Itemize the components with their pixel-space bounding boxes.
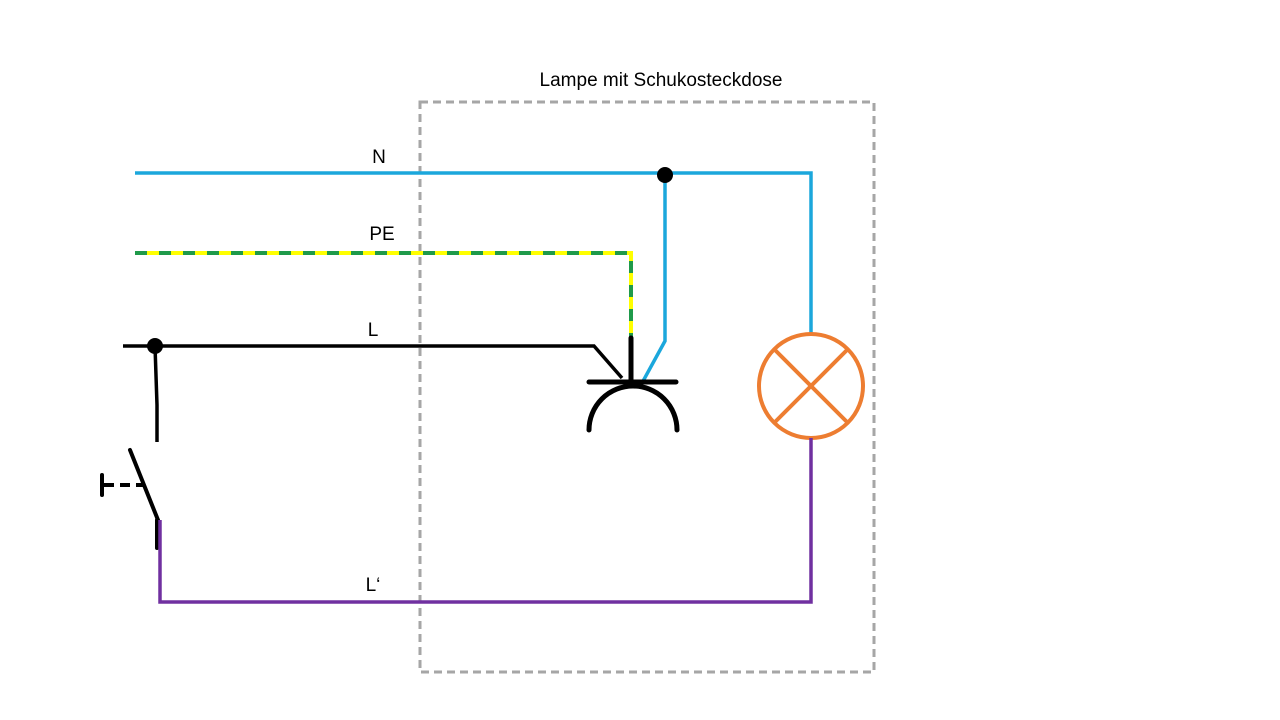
pe-wire bbox=[135, 251, 633, 338]
enclosure-title: Lampe mit Schukosteckdose bbox=[540, 70, 783, 91]
phase-wire bbox=[123, 344, 624, 442]
phase-junction-dot bbox=[147, 338, 163, 354]
label-pe: PE bbox=[369, 224, 394, 245]
switched-phase-wire bbox=[158, 438, 813, 604]
lamp-enclosure-box bbox=[418, 100, 876, 674]
label-l: L bbox=[368, 320, 379, 341]
lamp-symbol bbox=[757, 332, 865, 440]
schuko-socket-symbol bbox=[586, 335, 680, 433]
label-n: N bbox=[372, 147, 386, 168]
neutral-wire bbox=[135, 171, 813, 384]
neutral-junction-dot bbox=[657, 167, 673, 183]
label-l-switched: L‘ bbox=[366, 575, 381, 596]
light-switch-symbol bbox=[100, 448, 160, 550]
